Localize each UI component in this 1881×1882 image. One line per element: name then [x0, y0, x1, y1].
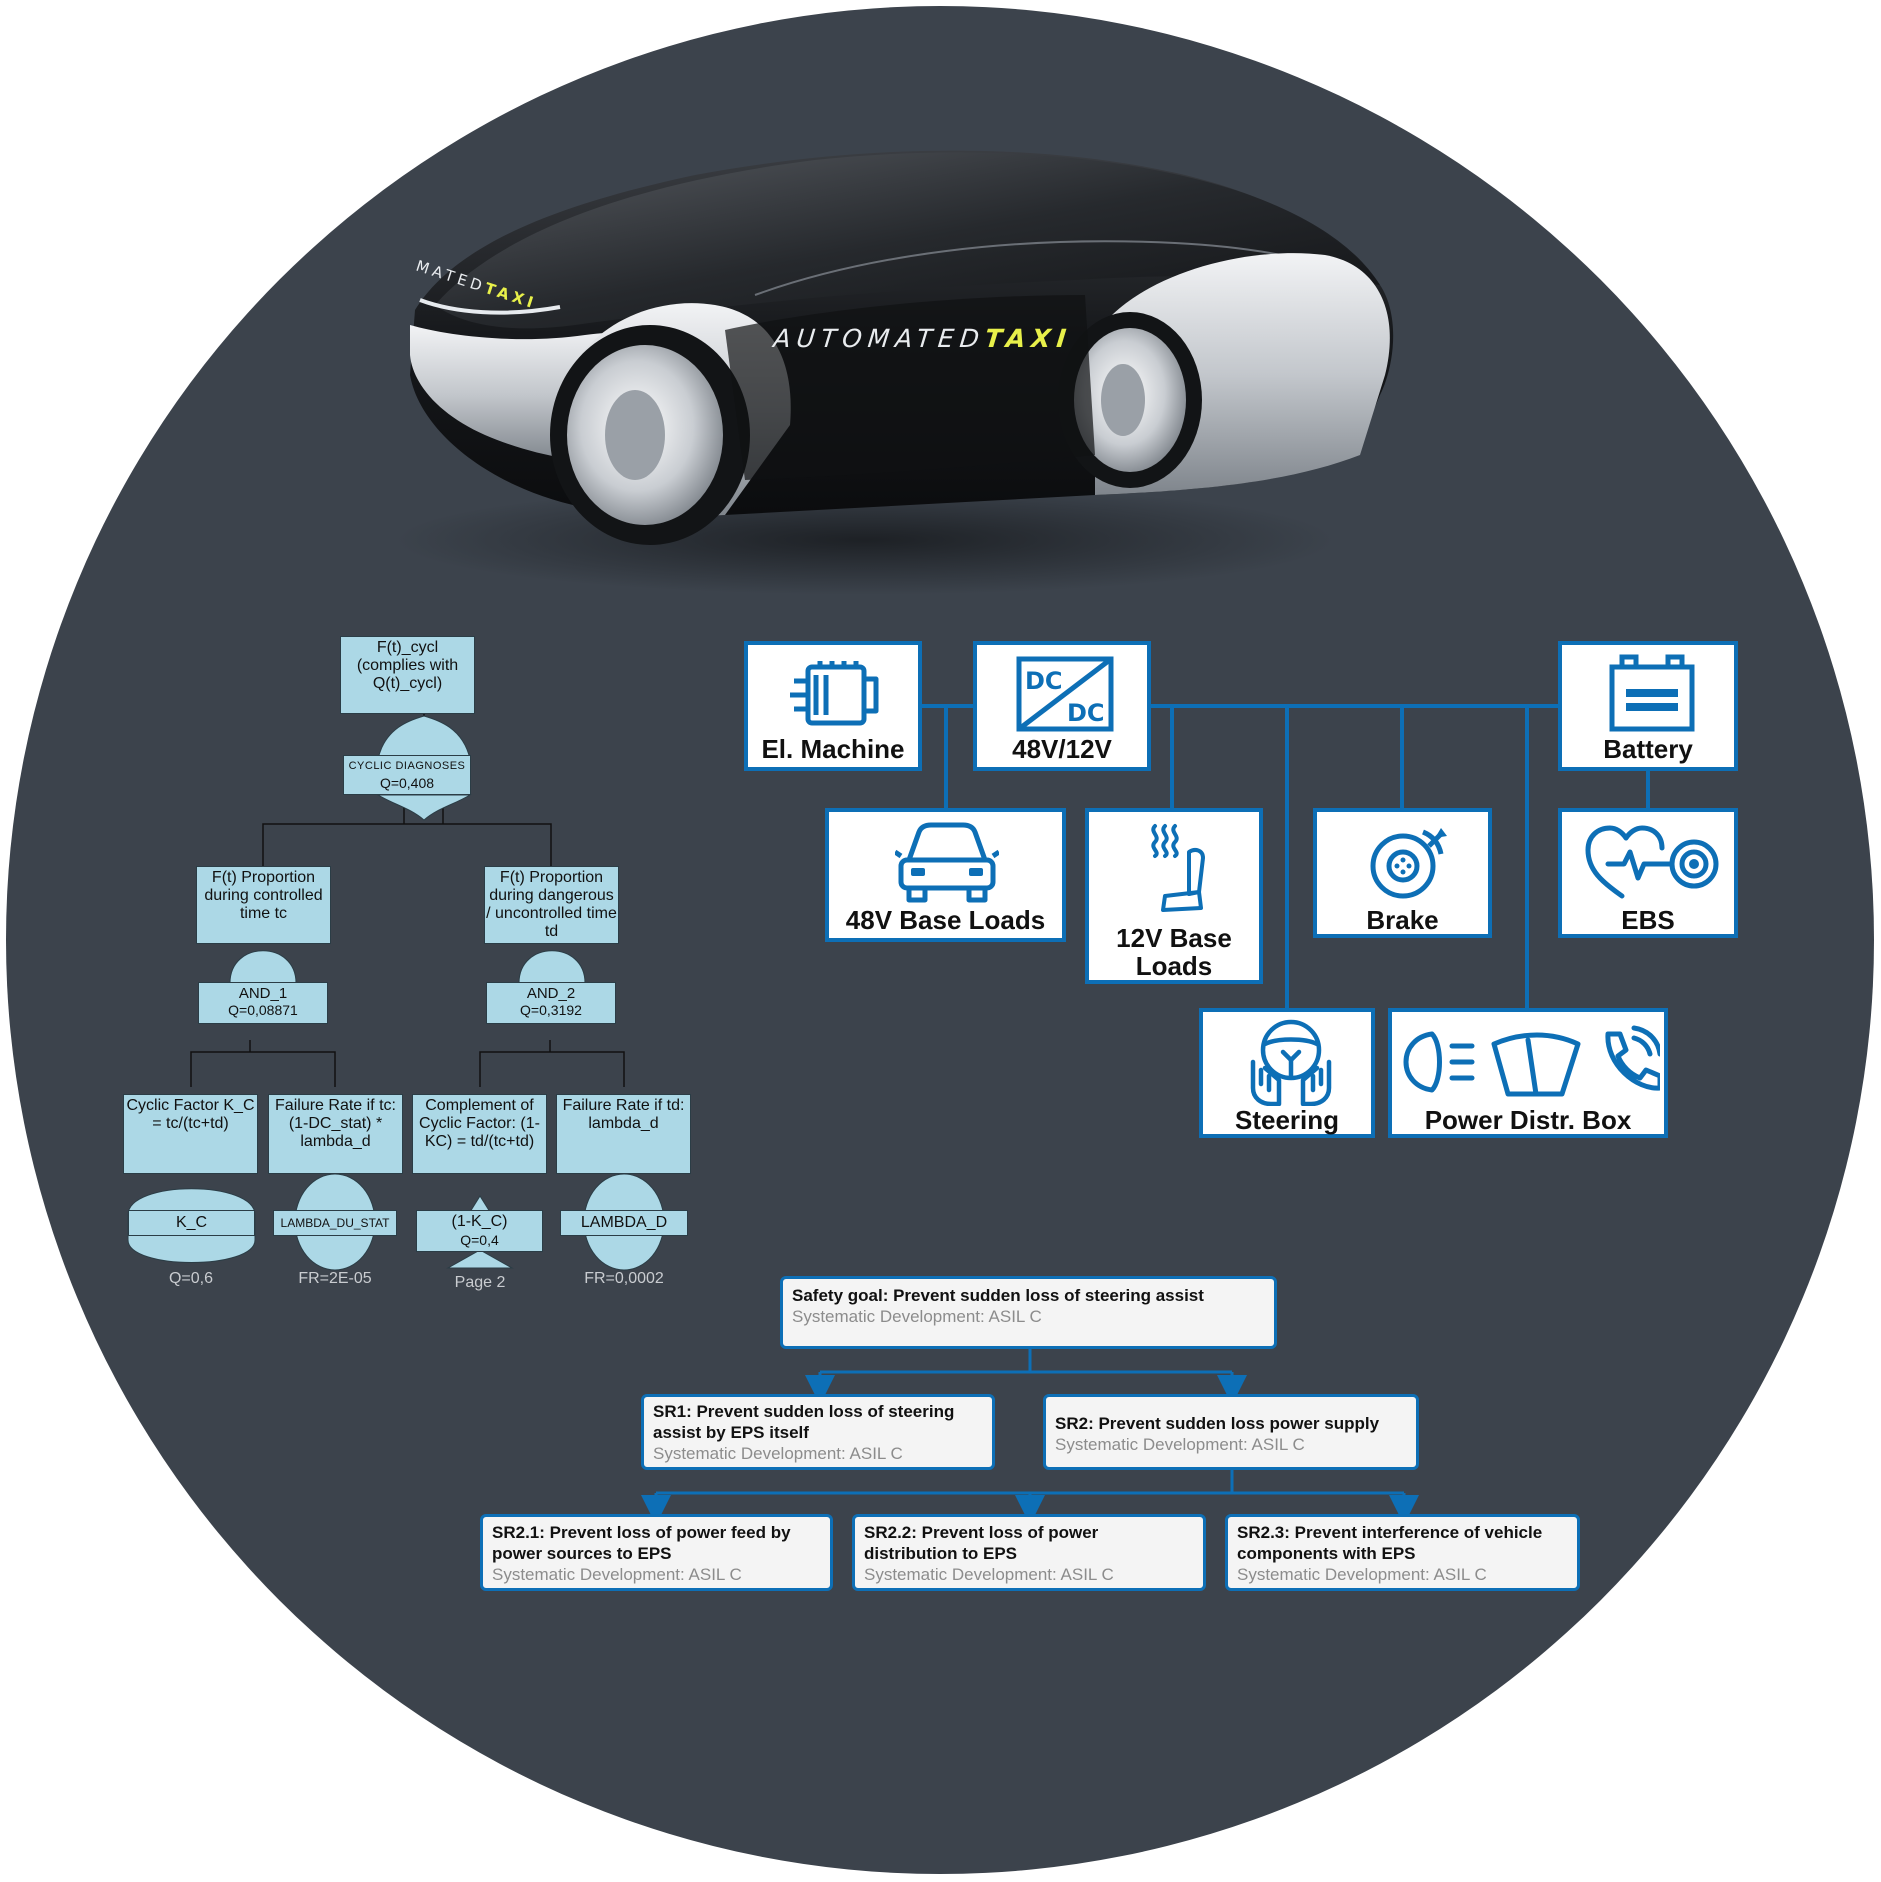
- power-distr-box-node: Power Distr. Box: [1388, 1008, 1668, 1138]
- fault-tree-top-gate: CYCLIC DIAGNOSES Q=0,408: [343, 755, 471, 795]
- basic-event-lambda-du-stat-label: LAMBDA_DU_STAT: [273, 1210, 397, 1236]
- basic-event-lambda-d-label: LAMBDA_D: [560, 1210, 688, 1236]
- power-distr-box-label: Power Distr. Box: [1424, 1105, 1632, 1135]
- or-gate-bottom-shape: [376, 794, 472, 821]
- and-gate-right-shape: [518, 950, 586, 984]
- fault-tree-leaf-4: Failure Rate if td: lambda_d: [556, 1094, 691, 1174]
- sr2-3-box: SR2.3: Prevent interference of vehicle c…: [1225, 1514, 1580, 1591]
- safety-goal-title: Safety goal: Prevent sudden loss of stee…: [792, 1286, 1204, 1305]
- rear-wheel-hub: [1101, 364, 1145, 436]
- transfer-out-shape: [446, 1249, 514, 1269]
- fault-tree-leaf-1: Cyclic Factor K_C = tc/(tc+td): [123, 1094, 258, 1174]
- dc-dc-converter-icon: DC DC: [1016, 656, 1114, 732]
- and-gate-left-shape: [229, 950, 297, 984]
- or-gate-top-shape: [377, 715, 471, 760]
- heartbeat-sensor-icon: [1585, 825, 1719, 899]
- 12v-base-loads-node: 12V Base Loads: [1085, 808, 1263, 984]
- electric-machine-icon: [790, 661, 879, 726]
- automated-taxi-car-illustration: AUTOMATEDTAXI MATEDTAXI: [395, 150, 1394, 595]
- fault-tree-left-event: F(t) Proportion during controlled time t…: [196, 866, 331, 944]
- steering-node: Steering: [1199, 1008, 1375, 1138]
- ebs-node: EBS: [1558, 808, 1738, 938]
- car-canopy: [435, 152, 1380, 329]
- safety-goal-box: Safety goal: Prevent sudden loss of stee…: [780, 1276, 1277, 1349]
- sr1-box: SR1: Prevent sudden loss of steering ass…: [641, 1394, 995, 1470]
- brake-label: Brake: [1366, 905, 1439, 935]
- front-wheel-hub: [605, 390, 665, 480]
- leaf-4-value: FR=0,0002: [584, 1270, 664, 1287]
- dc-icon-text-bottom: DC: [1067, 699, 1105, 727]
- battery-icon: [1609, 654, 1695, 732]
- brake-disc-icon: [1370, 828, 1447, 899]
- leaf-1-value: Q=0,6: [168, 1270, 214, 1287]
- transfer-event-label: (1-K_C) Q=0,4: [416, 1210, 543, 1252]
- sr2-2-title: SR2.2: Prevent loss of power distributio…: [864, 1523, 1099, 1563]
- fault-tree-leaf-2: Failure Rate if tc: (1-DC_stat) * lambda…: [268, 1094, 403, 1174]
- el-machine-node: El. Machine: [744, 641, 922, 771]
- requirement-arrows: [641, 1349, 1419, 1525]
- lights-wiper-phone-icon: [1403, 1025, 1660, 1097]
- el-machine-label: El. Machine: [761, 734, 905, 764]
- sr1-title: SR1: Prevent sudden loss of steering ass…: [653, 1402, 955, 1442]
- sr2-title: SR2: Prevent sudden loss power supply: [1055, 1414, 1380, 1433]
- steering-label: Steering: [1234, 1105, 1340, 1135]
- sr1-asil: Systematic Development: ASIL C: [653, 1444, 903, 1463]
- basic-event-kc-label: K_C: [128, 1210, 255, 1236]
- dc-dc-converter-node: DC DC 48V/12V: [973, 641, 1151, 771]
- transfer-event-name: (1-K_C): [451, 1213, 508, 1230]
- fault-tree-and1-gate: AND_1 Q=0,08871: [198, 982, 328, 1024]
- fault-tree-right-event: F(t) Proportion during dangerous / uncon…: [484, 866, 619, 944]
- 48v-base-loads-label: 48V Base Loads: [845, 905, 1046, 935]
- sr2-2-asil: Systematic Development: ASIL C: [864, 1565, 1114, 1584]
- sr2-box: SR2: Prevent sudden loss power supply Sy…: [1043, 1394, 1419, 1470]
- dc-icon-text-top: DC: [1025, 667, 1063, 695]
- car-icon: [895, 822, 999, 903]
- heated-seat-icon: [1151, 824, 1205, 912]
- steering-wheel-icon: [1250, 1019, 1332, 1106]
- battery-label: Battery: [1603, 734, 1693, 764]
- battery-node: Battery: [1558, 641, 1738, 771]
- car-side-panel: [725, 295, 1095, 480]
- car-side-text: AUTOMATEDTAXI: [770, 324, 1073, 353]
- fault-tree-and2-gate: AND_2 Q=0,3192: [486, 982, 616, 1024]
- fault-tree-leaf-3: Complement of Cyclic Factor: (1-KC) = td…: [412, 1094, 547, 1174]
- leaf-2-value: FR=2E-05: [298, 1270, 372, 1287]
- ebs-label: EBS: [1621, 905, 1675, 935]
- sr2-asil: Systematic Development: ASIL C: [1055, 1435, 1305, 1454]
- sr2-3-asil: Systematic Development: ASIL C: [1237, 1565, 1487, 1584]
- sr2-1-box: SR2.1: Prevent loss of power feed by pow…: [480, 1514, 833, 1591]
- 12v-base-loads-label: 12V Base Loads: [1116, 923, 1232, 981]
- fault-tree-top-event: F(t)_cycl (complies with Q(t)_cycl): [340, 636, 475, 714]
- sr2-2-box: SR2.2: Prevent loss of power distributio…: [852, 1514, 1206, 1591]
- sr2-1-asil: Systematic Development: ASIL C: [492, 1565, 742, 1584]
- brake-node: Brake: [1313, 808, 1492, 938]
- dc-dc-converter-label: 48V/12V: [1012, 734, 1112, 764]
- car-headlight: [419, 298, 561, 315]
- sr2-1-title: SR2.1: Prevent loss of power feed by pow…: [492, 1523, 791, 1563]
- leaf-3-page: Page 2: [454, 1274, 506, 1291]
- safety-goal-asil: Systematic Development: ASIL C: [792, 1307, 1042, 1326]
- sr2-3-title: SR2.3: Prevent interference of vehicle c…: [1237, 1523, 1543, 1563]
- transfer-event-q: Q=0,4: [460, 1232, 499, 1248]
- 48v-base-loads-node: 48V Base Loads: [825, 808, 1066, 942]
